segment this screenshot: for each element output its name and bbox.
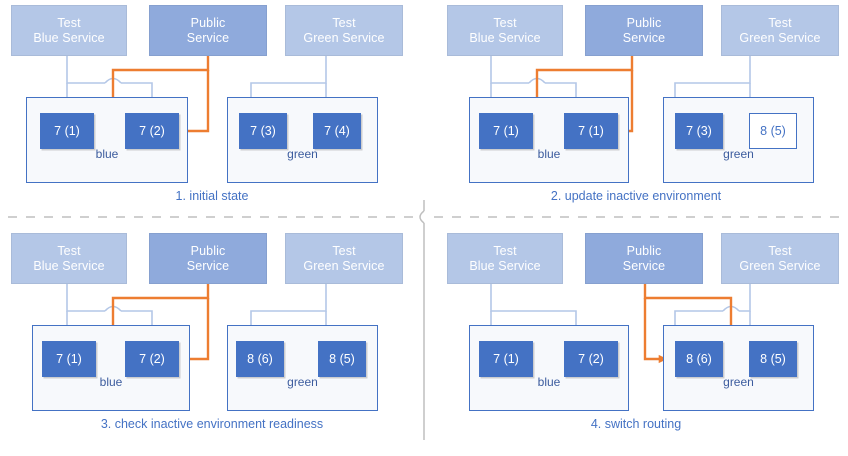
instance-box[interactable]: 7 (1) bbox=[40, 113, 94, 149]
test-blue-service-box-p2[interactable]: Test Blue Service bbox=[447, 5, 563, 56]
instance-box[interactable]: 8 (5) bbox=[318, 341, 366, 377]
panel-caption-3: 3. check inactive environment readiness bbox=[100, 417, 324, 431]
instance-box[interactable]: 7 (3) bbox=[675, 113, 723, 149]
instance-box[interactable]: 8 (5) bbox=[749, 341, 797, 377]
instance-box[interactable]: 8 (6) bbox=[675, 341, 723, 377]
instance-box[interactable]: 7 (2) bbox=[125, 341, 179, 377]
test-blue-service-box-p3[interactable]: Test Blue Service bbox=[11, 233, 127, 284]
test-blue-service-box-p1[interactable]: Test Blue Service bbox=[11, 5, 127, 56]
instance-box[interactable]: 7 (2) bbox=[564, 341, 618, 377]
panel-caption-4: 4. switch routing bbox=[590, 417, 682, 431]
test-service-connectors-p4 bbox=[487, 284, 754, 338]
instance-box[interactable]: 8 (5) bbox=[749, 113, 797, 149]
panel-2: Test Blue Service Public Service Test Gr… bbox=[424, 0, 848, 228]
public-service-box-p3[interactable]: Public Service bbox=[149, 233, 267, 284]
panel-divider-vertical bbox=[419, 200, 425, 440]
panel-caption-2: 2. update inactive environment bbox=[550, 189, 722, 203]
panel-3: Test Blue Service Public Service Test Gr… bbox=[0, 228, 424, 456]
environment-label-blue-p2: blue bbox=[537, 147, 561, 161]
panel-1: Test Blue Service Public Service Test Gr… bbox=[0, 0, 424, 228]
instance-box[interactable]: 7 (1) bbox=[564, 113, 618, 149]
instance-box[interactable]: 8 (6) bbox=[236, 341, 284, 377]
test-green-service-box-p4[interactable]: Test Green Service bbox=[721, 233, 839, 284]
environment-label-green-p3: green bbox=[287, 375, 318, 389]
environment-label-blue-p1: blue bbox=[95, 147, 119, 161]
test-green-service-box-p2[interactable]: Test Green Service bbox=[721, 5, 839, 56]
environment-label-green-p4: green bbox=[723, 375, 754, 389]
instance-box[interactable]: 7 (1) bbox=[42, 341, 96, 377]
test-service-connectors-p1 bbox=[63, 56, 330, 110]
public-service-box-p1[interactable]: Public Service bbox=[149, 5, 267, 56]
test-green-service-box-p1[interactable]: Test Green Service bbox=[285, 5, 403, 56]
instance-box[interactable]: 7 (2) bbox=[125, 113, 179, 149]
environment-label-green-p1: green bbox=[287, 147, 318, 161]
panel-4: Test Blue Service Public Service Test Gr… bbox=[424, 228, 848, 456]
instance-box[interactable]: 7 (4) bbox=[313, 113, 361, 149]
panel-caption-1: 1. initial state bbox=[175, 189, 249, 203]
test-green-service-box-p3[interactable]: Test Green Service bbox=[285, 233, 403, 284]
environment-label-green-p2: green bbox=[723, 147, 754, 161]
instance-box[interactable]: 7 (1) bbox=[479, 113, 533, 149]
instance-box[interactable]: 7 (1) bbox=[479, 341, 533, 377]
environment-label-blue-p4: blue bbox=[537, 375, 561, 389]
instance-box[interactable]: 7 (3) bbox=[239, 113, 287, 149]
test-blue-service-box-p4[interactable]: Test Blue Service bbox=[447, 233, 563, 284]
public-service-box-p2[interactable]: Public Service bbox=[585, 5, 703, 56]
public-service-box-p4[interactable]: Public Service bbox=[585, 233, 703, 284]
environment-label-blue-p3: blue bbox=[99, 375, 123, 389]
